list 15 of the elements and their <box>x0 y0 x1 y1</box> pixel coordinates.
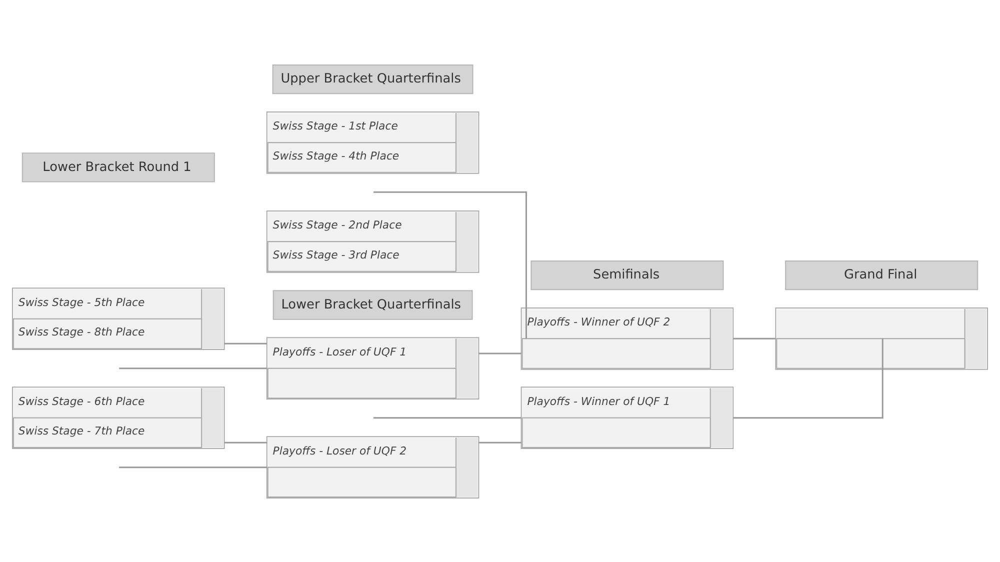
connector <box>119 367 267 369</box>
node-box: Semifinals <box>530 260 724 290</box>
node-box: Lower Bracket Round 1 <box>22 152 215 182</box>
connector <box>119 466 267 468</box>
connector <box>224 342 267 344</box>
connector <box>733 337 776 339</box>
connector <box>373 416 522 418</box>
connector <box>373 190 527 338</box>
connector <box>733 338 884 418</box>
connector <box>478 352 522 354</box>
connector <box>478 441 522 443</box>
node-box: Upper Bracket Quarterfinals <box>272 64 474 94</box>
node-box: Grand Final <box>785 260 978 290</box>
connector <box>224 441 267 443</box>
node-box: Lower Bracket Quarterfinals <box>272 290 473 320</box>
